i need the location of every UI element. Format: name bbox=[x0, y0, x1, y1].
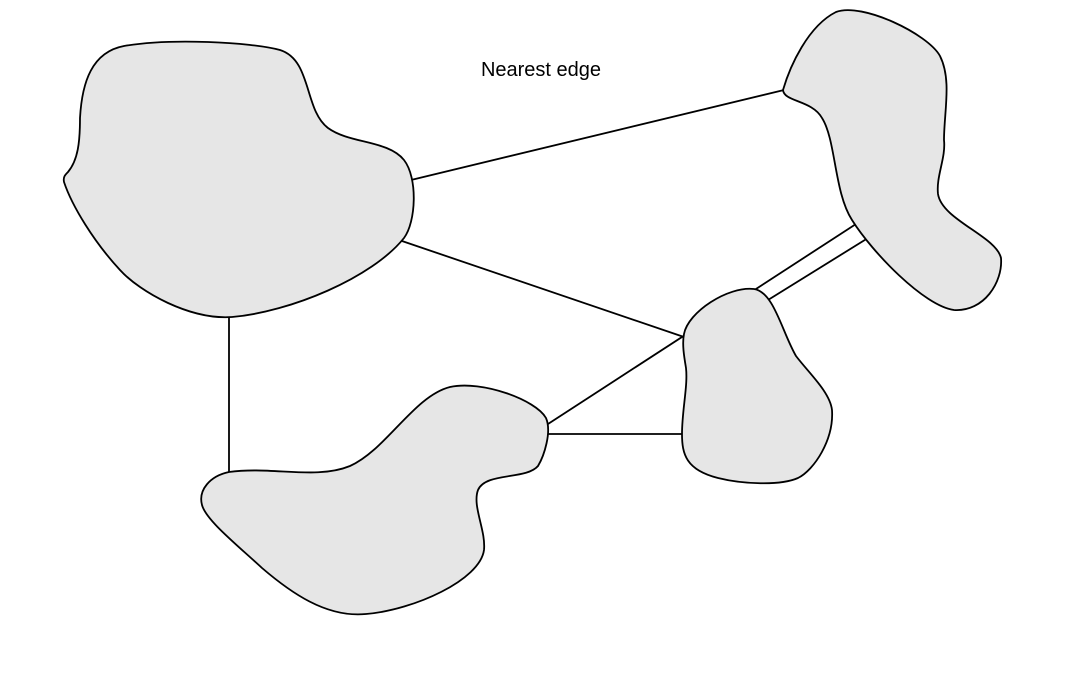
edge-top-left-to-top-right bbox=[410, 89, 785, 181]
edge-top-left-to-middle-right bbox=[398, 239, 685, 338]
diagram-title: Nearest edge bbox=[481, 59, 601, 81]
edge-middle-right-to-top-right bbox=[767, 237, 869, 301]
regions bbox=[62, 9, 1002, 616]
region-middle-right bbox=[681, 288, 833, 485]
region-top-right bbox=[782, 9, 1002, 311]
region-bottom-left bbox=[200, 384, 550, 616]
region-top-left bbox=[62, 40, 415, 319]
